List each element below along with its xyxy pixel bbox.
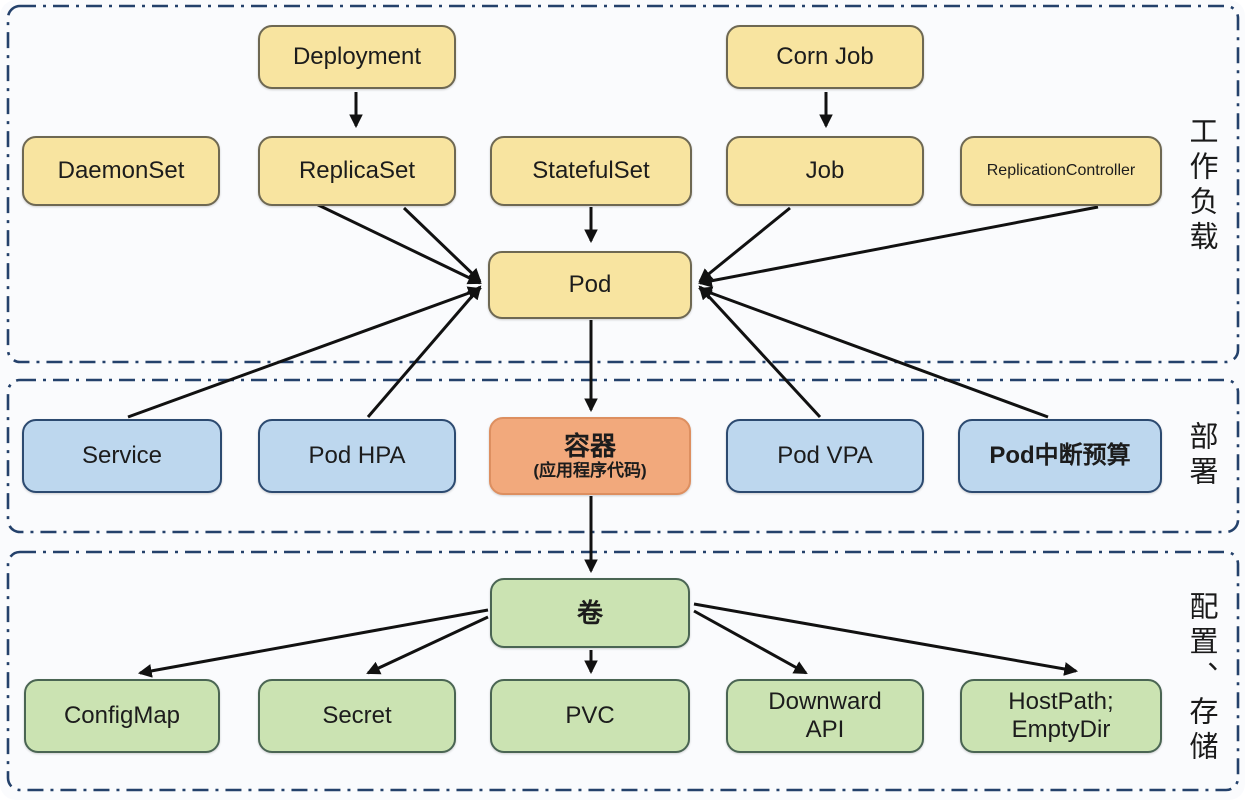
arrow-podvpa-pod	[698, 285, 822, 419]
node-downward-api: Downward API	[726, 679, 924, 753]
node-label: Job	[805, 156, 845, 184]
arrow-podhpa-pod	[366, 285, 482, 418]
node-label-line1: HostPath;	[1008, 687, 1114, 715]
node-corn-job: Corn Job	[726, 25, 924, 89]
node-daemonset: DaemonSet	[22, 136, 220, 206]
node-job: Job	[726, 136, 924, 206]
node-pod-disruption-budget: Pod中断预算	[958, 419, 1162, 493]
node-pod-vpa: Pod VPA	[726, 419, 924, 493]
node-sublabel: (应用程序代码)	[533, 461, 647, 481]
arrow-lines	[127, 92, 1099, 678]
arrow-volume-secret	[366, 615, 489, 675]
arrow-service-pod	[127, 286, 482, 419]
node-label: Pod中断预算	[989, 441, 1131, 469]
node-label: 容器	[563, 430, 616, 461]
node-label: Pod	[568, 270, 612, 298]
section-label-deploy: 部署	[1185, 421, 1217, 491]
node-label: Service	[81, 441, 163, 469]
node-label-line1: Downward	[768, 687, 882, 715]
section-label-workload: 工作负载	[1185, 116, 1217, 256]
node-configmap: ConfigMap	[24, 679, 220, 753]
section-deploy-border	[6, 378, 1240, 534]
arrow-daemonset-pod	[311, 200, 482, 285]
node-pvc: PVC	[490, 679, 690, 753]
node-label: Secret	[322, 701, 392, 729]
node-deployment: Deployment	[258, 25, 456, 89]
arrow-job-pod	[698, 206, 791, 283]
arrow-volume-downwardapi	[693, 609, 808, 675]
arrow-replicationcontroller-pod	[697, 205, 1099, 288]
node-statefulset: StatefulSet	[490, 136, 692, 206]
section-config-storage-border	[6, 550, 1240, 792]
arrow-volume-configmap	[137, 608, 489, 678]
node-label: Pod HPA	[308, 441, 406, 469]
node-label: Corn Job	[776, 42, 874, 70]
node-label: ConfigMap	[63, 701, 181, 729]
section-workload-border	[6, 4, 1240, 364]
arrow-volume-hostpath	[693, 602, 1079, 676]
node-hostpath-emptydir: HostPath; EmptyDir	[960, 679, 1162, 753]
node-label: 卷	[576, 597, 603, 628]
node-label: ReplicaSet	[298, 156, 416, 184]
node-label-line2: API	[805, 716, 845, 743]
node-label: Pod VPA	[777, 441, 873, 469]
node-label: DaemonSet	[57, 156, 185, 184]
node-label: ReplicationController	[986, 161, 1136, 179]
node-label-line2: EmptyDir	[1011, 716, 1111, 743]
node-label: Deployment	[292, 42, 422, 70]
node-container: 容器 (应用程序代码)	[489, 417, 691, 495]
arrow-replicaset-pod	[402, 206, 482, 283]
arrow-poddisruptionbudget-pod	[698, 286, 1049, 419]
section-label-config-storage: 配置、存储	[1185, 590, 1217, 766]
node-secret: Secret	[258, 679, 456, 753]
node-replicaset: ReplicaSet	[258, 136, 456, 206]
node-pod: Pod	[488, 251, 692, 319]
node-volume: 卷	[490, 578, 690, 648]
node-replicationcontroller: ReplicationController	[960, 136, 1162, 206]
node-pod-hpa: Pod HPA	[258, 419, 456, 493]
node-label: StatefulSet	[532, 156, 650, 184]
node-service: Service	[22, 419, 222, 493]
node-label: PVC	[565, 701, 615, 729]
